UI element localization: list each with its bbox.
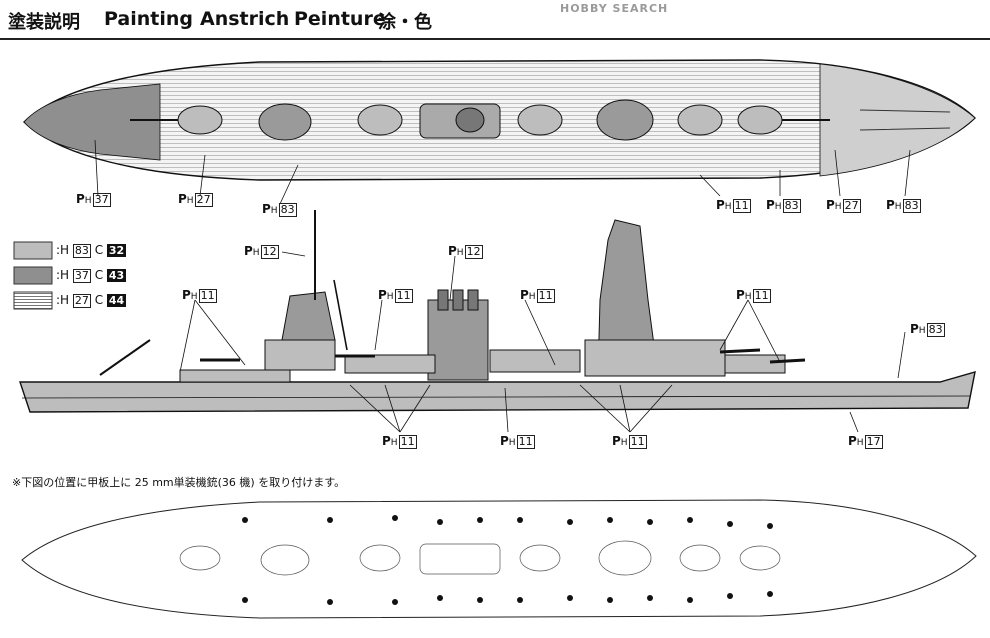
title-fr: Peinture: [294, 8, 386, 30]
title-jp: 塗装説明: [8, 12, 80, 33]
top-view-hull: [22, 59, 977, 181]
title-bar: 塗装説明 Painting Anstrich Peinture 涂・色: [0, 0, 990, 40]
legend-item-3: :H 27 C 44: [56, 293, 127, 308]
legend-swatch-2: [13, 266, 53, 285]
legend-swatch-3: [13, 291, 53, 310]
legend-item-1: :H 83 C 32: [56, 243, 127, 258]
mg-placement-view: [21, 499, 977, 619]
watermark: HOBBY SEARCH: [560, 2, 669, 15]
installation-note: ※下図の位置に甲板上に 25 mm単装機銃(36 機) を取り付けます。: [12, 476, 346, 489]
title-de: Anstrich: [200, 8, 290, 30]
legend-swatch-1: [13, 241, 53, 260]
side-view-hull: [19, 210, 976, 413]
title-cn: 涂・色: [378, 12, 432, 33]
leader-lines: [94, 139, 911, 433]
legend-item-2: :H 37 C 43: [56, 268, 127, 283]
title-en: Painting: [104, 8, 193, 30]
